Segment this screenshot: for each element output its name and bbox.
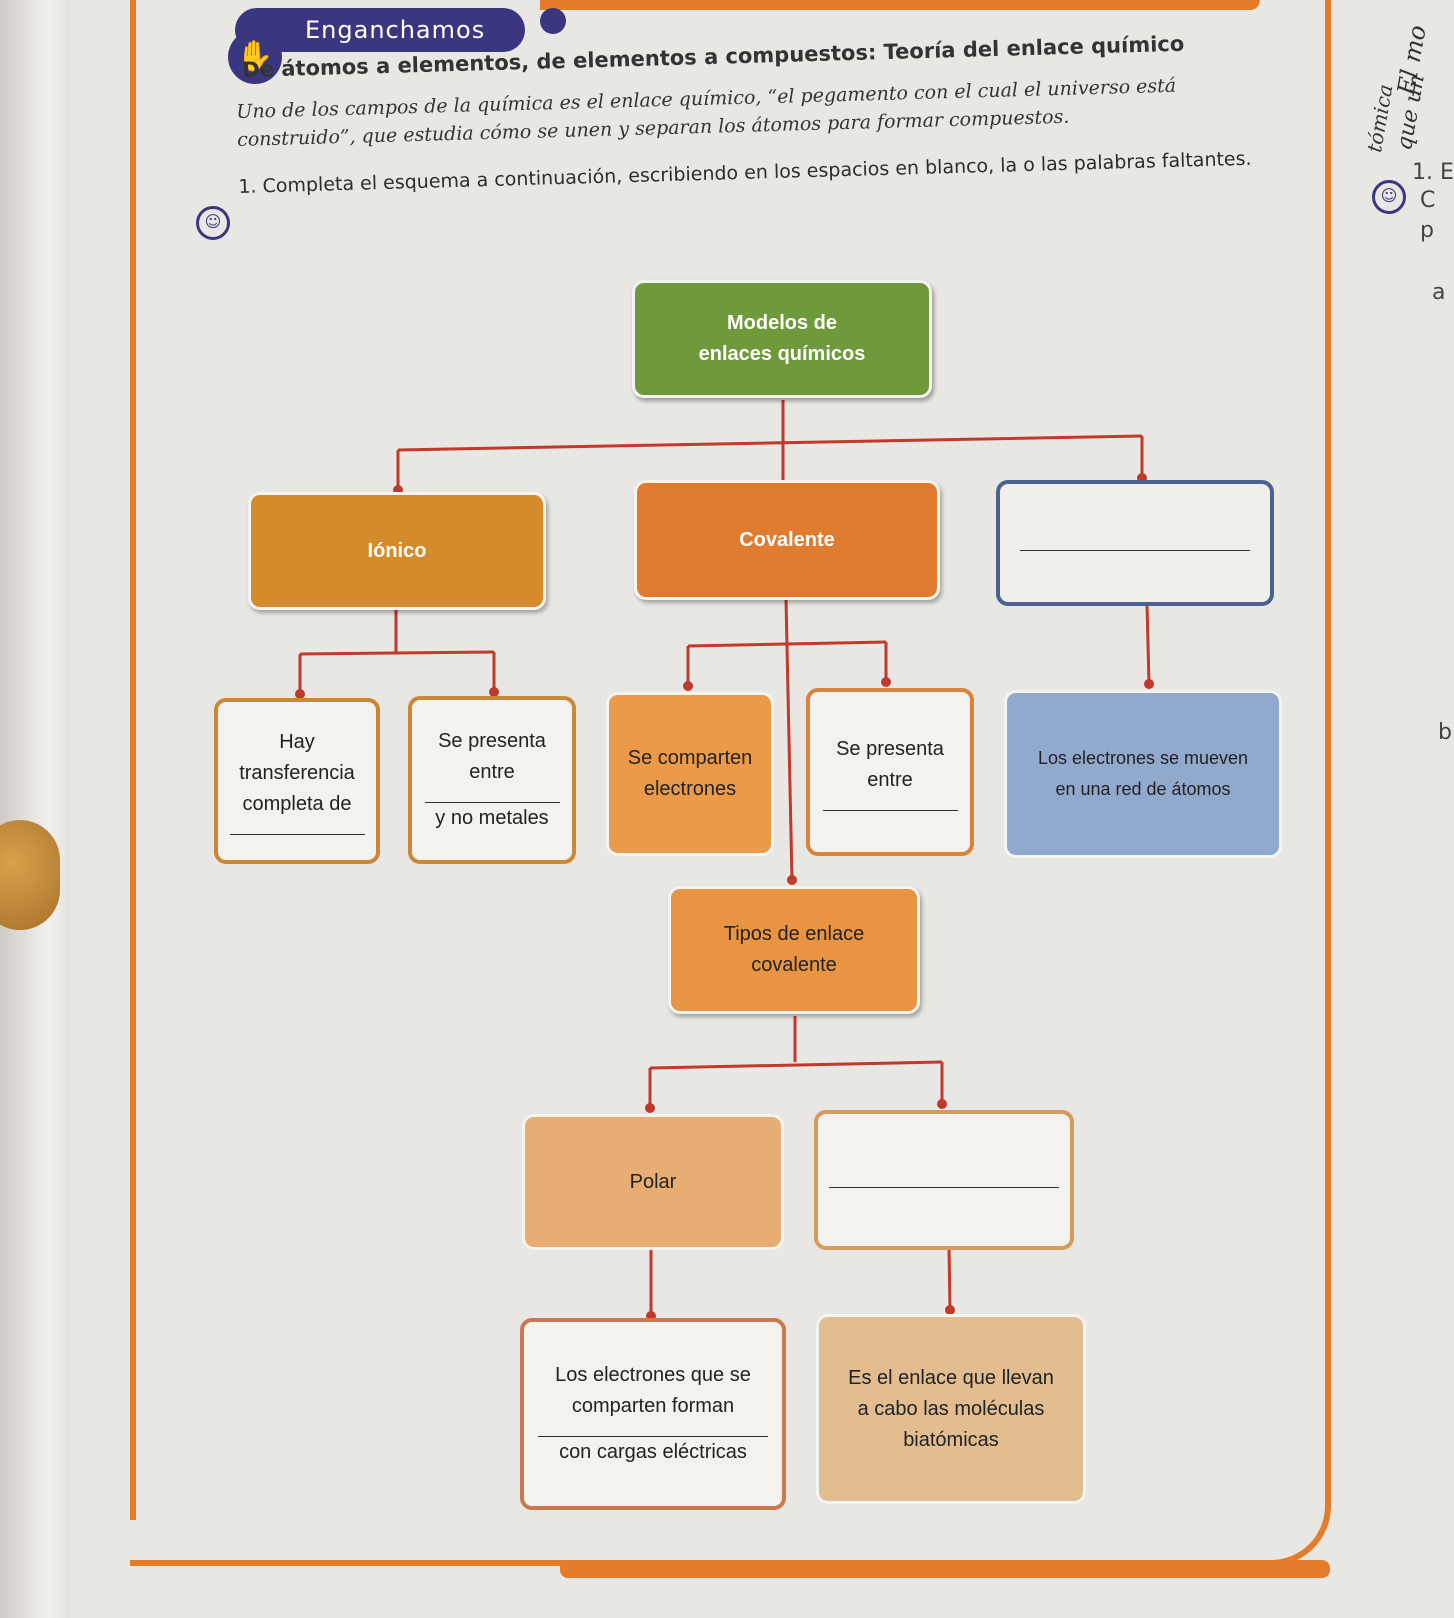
nonpolar-description-box: Es el enlace que llevan a cabo las moléc… [816,1314,1086,1504]
root-line-2: enlaces químicos [698,343,866,365]
nonpolar-box [814,1110,1074,1250]
types-line-1: Tipos de enlace [723,923,865,945]
metal-line-2: en una red de átomos [1055,779,1231,799]
ionic-between-box: Se presenta entre y no metales [408,696,576,864]
cov-b-line-2: entre [867,768,913,791]
third-bond-blank[interactable] [1020,536,1250,551]
nonpolar-desc-line-1: Es el enlace que llevan [848,1366,1054,1389]
frame-bottom-bar [560,1560,1330,1578]
root-line-1: Modelos de [726,312,837,334]
cov-b-blank[interactable] [822,796,958,811]
margin-item: 1. E [1412,160,1454,185]
polar-label: Polar [629,1170,677,1193]
thumb [0,820,60,930]
ionic-b-line-3: y no metales [435,807,549,829]
polar-box: Polar [522,1114,784,1250]
metal-line-1: Los electrones se mueven [1037,748,1249,768]
ionic-transfer-box: Hay transferencia completa de [214,698,380,864]
covalent-box: Covalente [634,480,940,600]
covalent-between-box: Se presenta entre [806,688,974,856]
ionic-box: Iónico [248,492,546,610]
nonpolar-blank[interactable] [829,1173,1059,1188]
polar-desc-line-1: Los electrones que se [555,1364,751,1386]
hand-star-icon: ✋ [228,30,282,84]
types-line-2: covalente [751,954,837,976]
polar-desc-blank[interactable] [538,1422,768,1437]
covalent-label: Covalente [739,528,835,551]
root-box: Modelos de enlaces químicos [632,280,932,398]
ionic-b-blank[interactable] [424,788,560,803]
nonpolar-desc-line-2: a cabo las moléculas [857,1397,1045,1420]
ionic-a-blank[interactable] [229,820,365,835]
covalent-types-box: Tipos de enlace covalente [668,886,920,1014]
ionic-b-line-1: Se presenta [438,730,546,752]
cov-a-line-1: Se comparten [627,747,753,769]
margin-letter-4: b [1438,720,1452,745]
third-bond-box [996,480,1274,606]
top-border [540,0,1260,10]
polar-description-box: Los electrones que se comparten forman c… [520,1318,786,1510]
cov-a-line-2: electrones [643,778,737,800]
polar-desc-line-2: comparten forman [571,1395,735,1417]
header-dot [540,8,566,34]
book-spine [0,0,70,1618]
margin-letter-1: C [1420,188,1436,213]
smile-icon: ☺ [196,206,230,240]
ionic-label: Iónico [367,539,427,562]
ionic-a-line-2: transferencia [239,762,355,784]
nonpolar-desc-line-3: biatómicas [903,1428,999,1451]
frame-left-border [130,0,136,1520]
section-label: Enganchamos [235,8,525,52]
cov-b-line-1: Se presenta [836,737,944,760]
shared-electrons-box: Se comparten electrones [606,692,774,856]
margin-letter-2: p [1420,218,1434,243]
smile-icon-right: ☺ [1372,180,1406,214]
polar-desc-line-3: con cargas eléctricas [559,1441,747,1463]
ionic-a-line-3: completa de [242,793,352,815]
margin-letter-3: a [1432,280,1446,305]
ionic-a-line-1: Hay [279,731,315,753]
metallic-description-box: Los electrones se mueven en una red de á… [1004,690,1282,858]
ionic-b-line-2: entre [469,761,515,783]
